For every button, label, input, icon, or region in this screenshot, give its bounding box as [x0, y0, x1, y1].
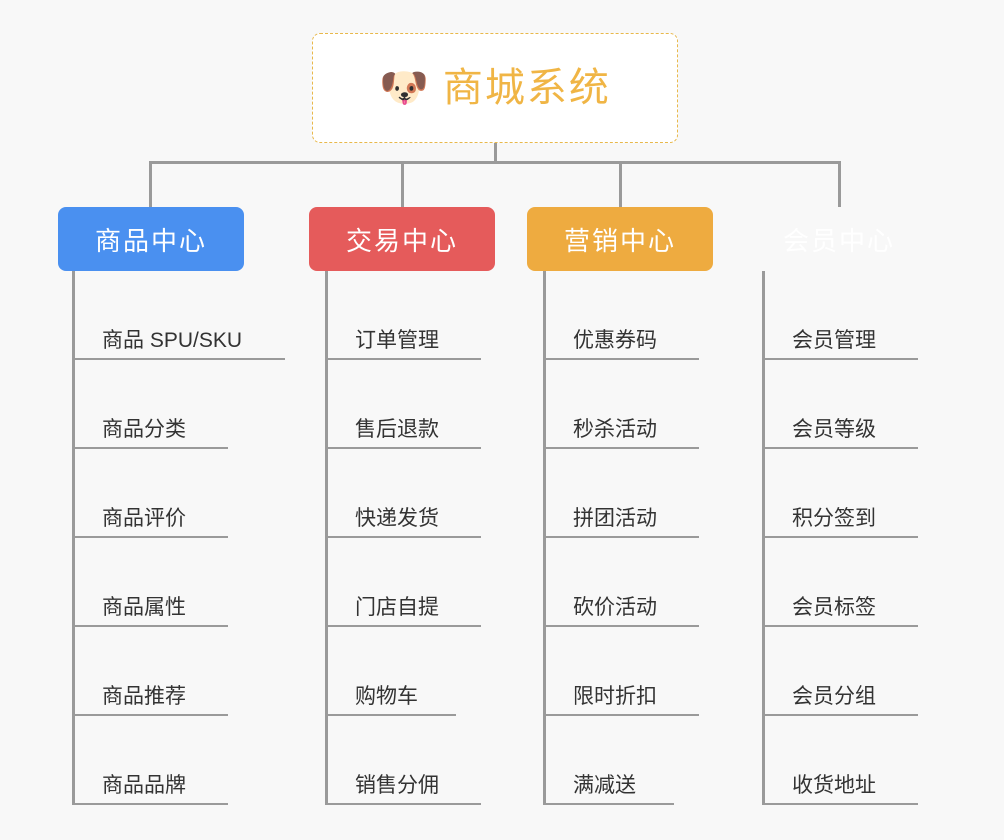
branch-drop-connector-2	[401, 161, 404, 207]
leaf-item-underline	[544, 714, 699, 716]
leaf-item-underline	[763, 803, 918, 805]
leaf-item-underline	[763, 536, 918, 538]
root-node[interactable]: 🐶 商城系统	[312, 33, 678, 143]
leaf-item-label: 商品分类	[102, 418, 186, 441]
branch-trade-center: 交易中心订单管理售后退款快递发货门店自提购物车销售分佣	[309, 207, 495, 805]
leaf-item-label: 商品属性	[102, 596, 186, 619]
branch-header-marketing-center[interactable]: 营销中心	[527, 207, 713, 271]
leaf-item-label: 会员标签	[792, 596, 876, 619]
leaf-item-underline	[763, 447, 918, 449]
leaf-item-label: 商品 SPU/SKU	[102, 329, 243, 352]
leaf-item-label: 快递发货	[355, 507, 439, 530]
leaf-item-underline	[73, 536, 228, 538]
leaf-item-label: 优惠券码	[573, 329, 657, 352]
branch-header-trade-center[interactable]: 交易中心	[309, 207, 495, 271]
leaf-item-label: 拼团活动	[573, 507, 657, 530]
leaf-item-underline	[326, 803, 481, 805]
dog-face-icon: 🐶	[379, 66, 429, 110]
branch-bus-connector	[149, 161, 841, 164]
leaf-item-label: 满减送	[573, 774, 636, 797]
leaf-item-underline	[763, 358, 918, 360]
branch-spine-member-center	[762, 271, 765, 805]
branch-spine-trade-center	[325, 271, 328, 805]
leaf-item-label: 商品推荐	[102, 685, 186, 708]
leaf-item-underline	[544, 447, 699, 449]
leaf-item-underline	[326, 714, 456, 716]
leaf-item-label: 会员管理	[792, 329, 876, 352]
branch-drop-connector-3	[619, 161, 622, 207]
leaf-item-underline	[73, 714, 228, 716]
branch-header-label: 交易中心	[345, 225, 458, 256]
leaf-item-underline	[544, 536, 699, 538]
leaf-item-underline	[763, 625, 918, 627]
branch-drop-connector-1	[149, 161, 152, 207]
branch-header-label: 营销中心	[563, 225, 676, 256]
leaf-item-underline	[326, 358, 481, 360]
leaf-item-label: 门店自提	[355, 596, 439, 619]
leaf-item-underline	[73, 447, 228, 449]
branch-marketing-center: 营销中心优惠券码秒杀活动拼团活动砍价活动限时折扣满减送	[527, 207, 713, 805]
leaf-item-label: 收货地址	[792, 774, 876, 797]
leaf-item-label: 商品评价	[102, 507, 186, 530]
root-title: 商城系统	[442, 66, 611, 110]
leaf-item-label: 销售分佣	[355, 774, 439, 797]
leaf-item-underline	[544, 358, 699, 360]
branch-header-label: 会员中心	[782, 225, 895, 256]
leaf-item-label: 订单管理	[355, 329, 439, 352]
branch-header-product-center[interactable]: 商品中心	[58, 207, 244, 271]
leaf-item-underline	[326, 625, 481, 627]
leaf-item-label: 秒杀活动	[573, 418, 657, 441]
leaf-item-label: 会员分组	[792, 685, 876, 708]
branch-header-member-center[interactable]: 会员中心	[746, 207, 932, 271]
leaf-item-label: 限时折扣	[573, 685, 657, 708]
branch-header-label: 商品中心	[94, 225, 207, 256]
branch-product-center: 商品中心商品 SPU/SKU 商品分类商品评价商品属性商品推荐商品品牌	[58, 207, 285, 805]
leaf-item-underline	[73, 625, 228, 627]
leaf-item-underline	[763, 714, 918, 716]
leaf-item-underline	[326, 536, 481, 538]
leaf-item-label: 购物车	[355, 685, 418, 708]
leaf-item-underline	[544, 625, 699, 627]
leaf-item-label: 商品品牌	[102, 774, 186, 797]
leaf-item-underline	[326, 447, 481, 449]
branch-spine-marketing-center	[543, 271, 546, 805]
leaf-item-label: 售后退款	[355, 418, 439, 441]
root-stem-connector	[494, 143, 497, 164]
leaf-item-underline	[544, 803, 674, 805]
leaf-item-label: 砍价活动	[573, 596, 657, 619]
leaf-item-underline	[73, 803, 228, 805]
leaf-item-label: 积分签到	[792, 507, 876, 530]
branch-member-center: 会员中心会员管理会员等级积分签到会员标签会员分组收货地址	[746, 207, 932, 805]
branch-spine-product-center	[72, 271, 75, 805]
leaf-item-label: 会员等级	[792, 418, 876, 441]
leaf-item-underline	[73, 358, 285, 360]
branch-drop-connector-4	[838, 161, 841, 207]
